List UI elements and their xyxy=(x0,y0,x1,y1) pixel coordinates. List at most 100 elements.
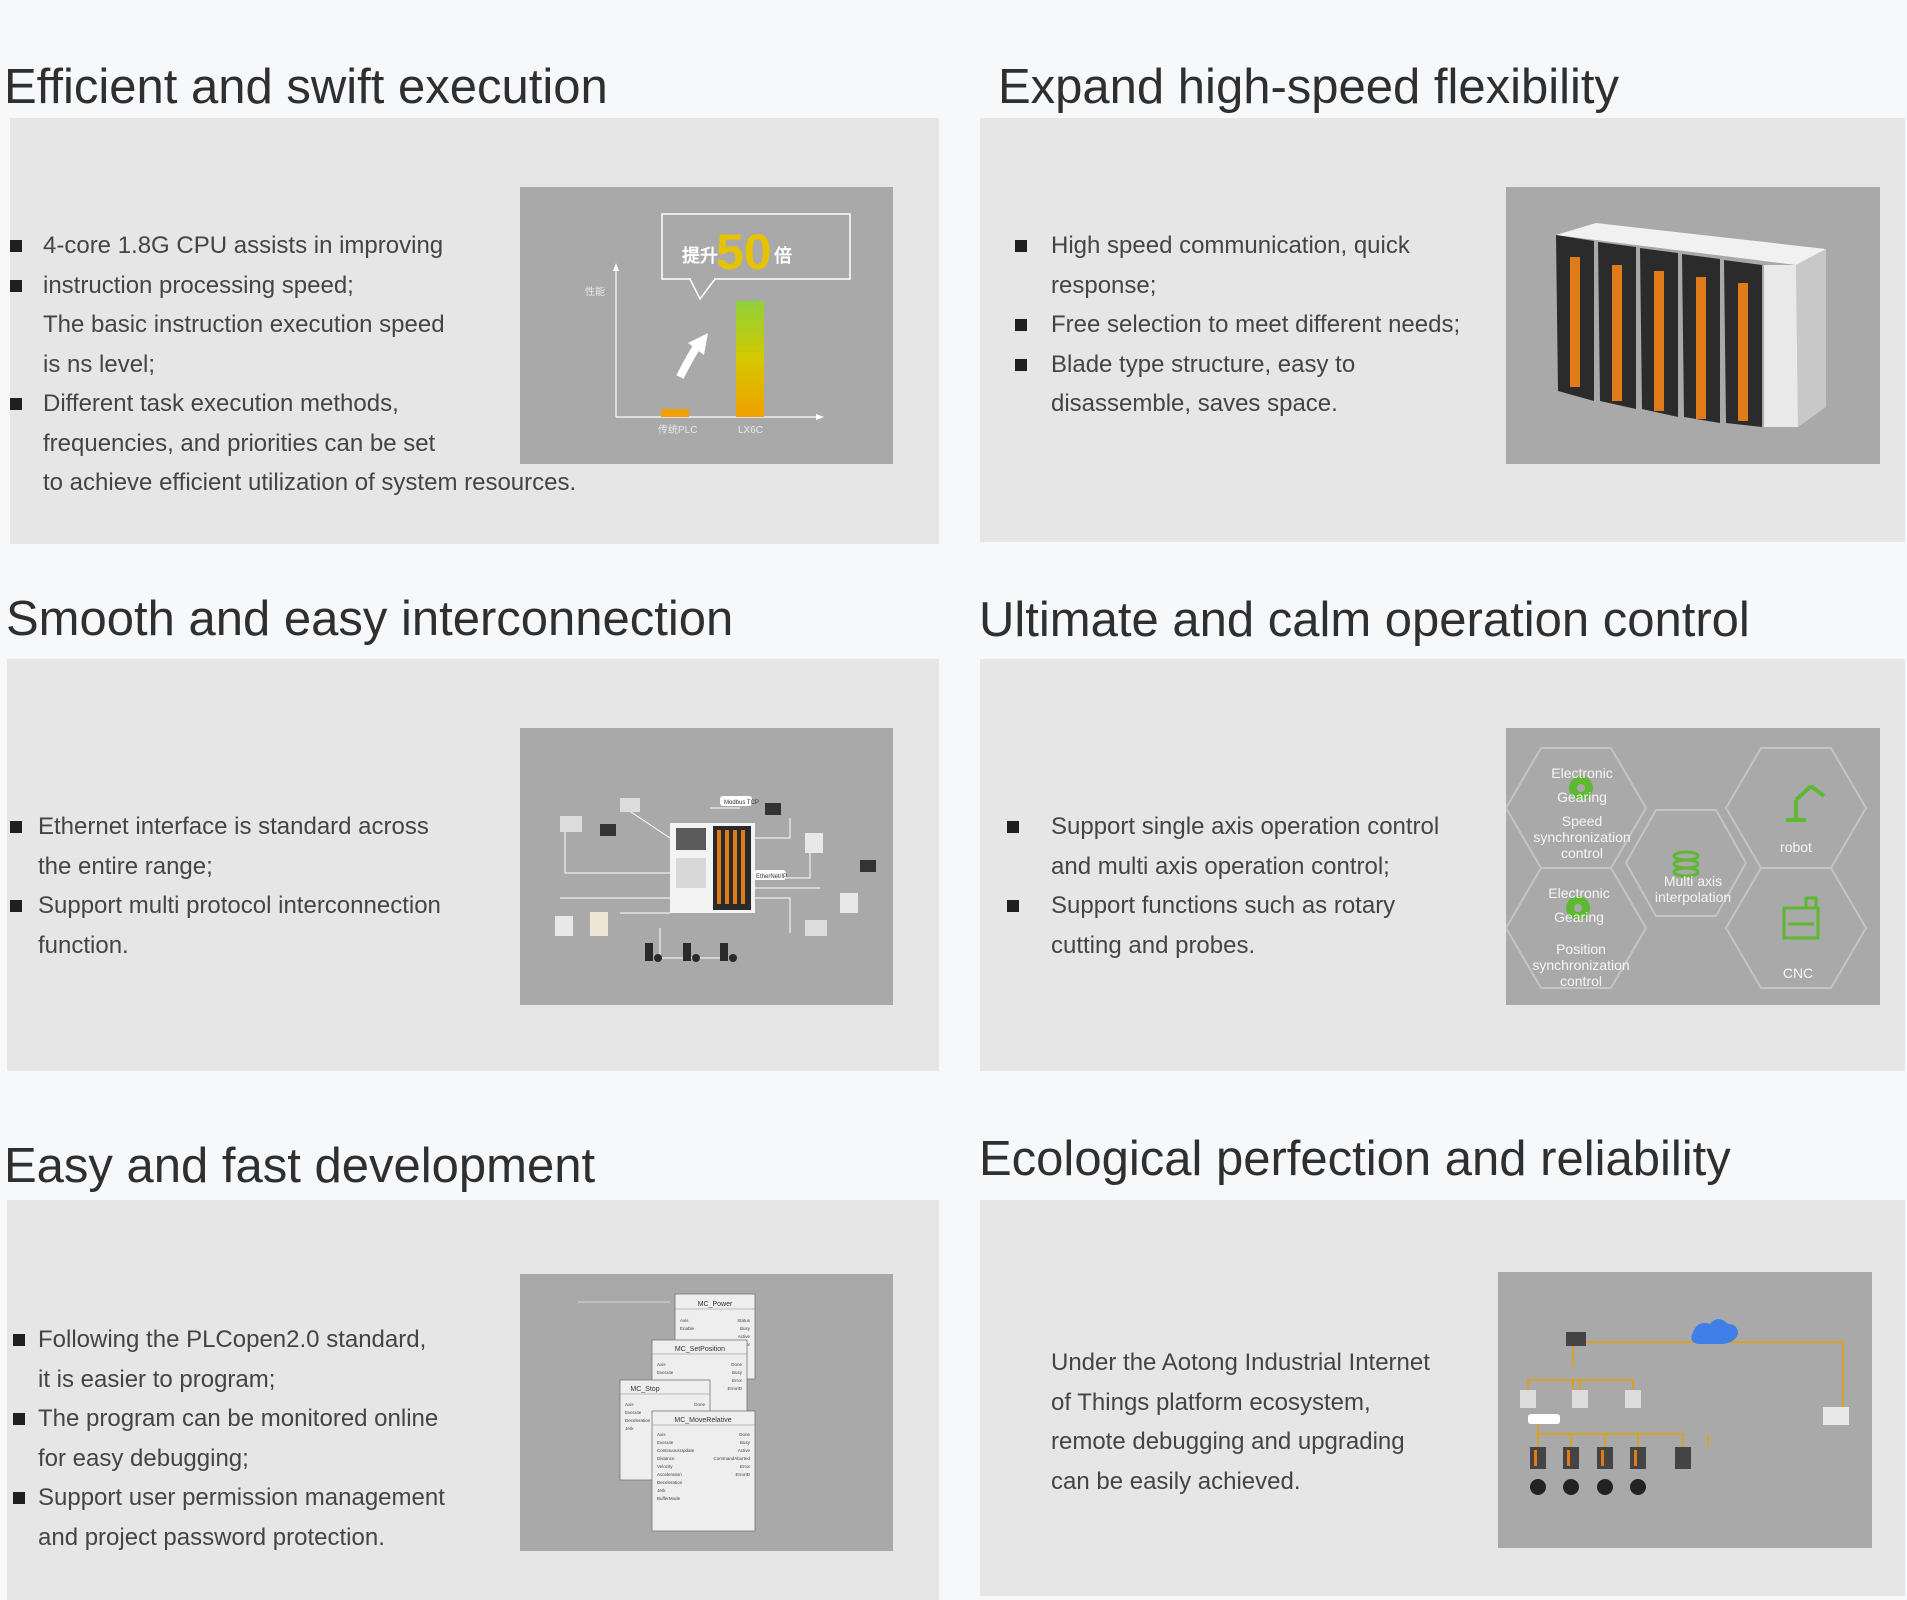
feature-text-easy-interconnection: Ethernet interface is standard across th… xyxy=(10,807,441,965)
bar1-label: 传统PLC xyxy=(658,423,697,436)
blade-modules-image xyxy=(1506,187,1880,464)
feature-line: Different task execution methods, xyxy=(10,384,576,424)
feature-line: High speed communication, quick xyxy=(1015,226,1460,266)
device-icon xyxy=(590,912,608,936)
feature-line: the entire range; xyxy=(38,852,213,880)
block-input: Execute xyxy=(657,1440,674,1445)
controller-badge xyxy=(1528,1414,1560,1424)
plcopen-function-blocks-image: MC_Power Axis Enable Status Busy Active … xyxy=(520,1274,893,1551)
drive-icon xyxy=(805,833,823,853)
monitor-icon xyxy=(765,803,781,815)
network-label: Modbus TCP xyxy=(724,800,759,806)
block-input: Deceleration xyxy=(625,1418,651,1423)
feature-line: 4-core 1.8G CPU assists in improving xyxy=(10,226,576,266)
block-input: Axis xyxy=(625,1402,634,1407)
spring-icon xyxy=(1672,850,1700,878)
cnc-machine-icon xyxy=(1782,896,1820,940)
section-title-fast-development: Easy and fast development xyxy=(4,1139,596,1193)
y-axis-label: 性能 xyxy=(585,285,605,298)
section-title-easy-interconnection: Smooth and easy interconnection xyxy=(6,592,734,646)
servo-motor-icons xyxy=(645,943,737,962)
block-input: Execute xyxy=(657,1370,674,1375)
feature-line: of Things platform ecosystem, xyxy=(1051,1388,1371,1416)
monitor-icon xyxy=(1566,1332,1586,1346)
block-output: Error xyxy=(732,1378,743,1383)
hex-label: interpolation xyxy=(1655,889,1731,905)
iot-platform-topology-image xyxy=(1498,1272,1872,1548)
feature-line: Blade type structure, easy to xyxy=(1015,345,1460,385)
bar-traditional-plc xyxy=(661,409,689,417)
servo-drive-icons xyxy=(1530,1447,1691,1469)
hex-label: Speed xyxy=(1562,813,1602,829)
block-input: Axis xyxy=(680,1318,689,1323)
feature-text-ecological-reliability: Under the Aotong Industrial Internet of … xyxy=(1051,1343,1430,1501)
block-output: Done xyxy=(694,1402,705,1407)
block-input: Velocity xyxy=(657,1464,673,1469)
block-output: Status xyxy=(737,1318,751,1323)
block-output: CommandAborted xyxy=(713,1456,750,1461)
blade-module-icons xyxy=(1556,235,1798,427)
block-output: Error xyxy=(740,1464,751,1469)
block-output: Busy xyxy=(740,1440,751,1445)
monitor-icon xyxy=(860,860,876,872)
block-input: Deceleration xyxy=(657,1480,683,1485)
hex-label: synchronization xyxy=(1532,957,1629,973)
block-name: MC_MoveRelative xyxy=(674,1417,731,1424)
feature-text-high-speed-flexibility: High speed communication, quick response… xyxy=(1015,226,1460,424)
feature-line: Following the PLCopen2.0 standard, xyxy=(13,1320,445,1360)
bar2-label: LX6C xyxy=(738,425,763,436)
servo-motor-icons xyxy=(1530,1479,1646,1495)
block-input: Jerk xyxy=(625,1426,634,1431)
drive-icons xyxy=(1520,1390,1641,1408)
feature-line: Support multi protocol interconnection xyxy=(10,886,441,926)
computer-icon xyxy=(620,798,640,812)
block-name: MC_Stop xyxy=(630,1386,659,1393)
hex-label: Electronic xyxy=(1548,885,1609,901)
bubble-prefix: 提升 xyxy=(682,245,718,266)
feature-line: response; xyxy=(1051,271,1157,299)
feature-line: remote debugging and upgrading xyxy=(1051,1428,1405,1455)
section-title-operation-control: Ultimate and calm operation control xyxy=(979,593,1750,647)
block-input: Distance xyxy=(657,1456,675,1461)
up-arrow-icon xyxy=(676,342,702,379)
feature-line: it is easier to program; xyxy=(38,1365,276,1393)
block-input: BufferMode xyxy=(657,1496,681,1501)
feature-line: instruction processing speed; xyxy=(10,266,576,306)
block-input: Acceleration xyxy=(657,1472,682,1477)
drive-icon xyxy=(555,916,573,936)
block-output: Done xyxy=(731,1362,742,1367)
block-name: MC_SetPosition xyxy=(675,1346,725,1353)
network-label: EtherNet/IP xyxy=(756,874,787,880)
monitor-icon xyxy=(600,824,616,836)
feature-line: is ns level; xyxy=(43,350,156,378)
motion-control-functions-image: Electronic Gearing Speed synchronization… xyxy=(1506,728,1880,1005)
feature-line: and project password protection. xyxy=(38,1523,385,1551)
hex-label: Electronic xyxy=(1551,765,1612,781)
block-input: Enable xyxy=(680,1326,695,1331)
feature-line: for easy debugging; xyxy=(38,1444,249,1472)
hex-label: synchronization xyxy=(1533,829,1630,845)
block-output: Active xyxy=(738,1334,751,1339)
bubble-suffix: 倍 xyxy=(774,245,792,266)
feature-line: disassemble, saves space. xyxy=(1051,390,1338,417)
block-input: Jerk xyxy=(657,1488,666,1493)
section-title-efficient-execution: Efficient and swift execution xyxy=(4,60,608,114)
hex-label: robot xyxy=(1780,839,1812,855)
hex-label: Multi axis xyxy=(1664,873,1722,889)
bubble-number: 50 xyxy=(716,224,772,280)
section-title-ecological-reliability: Ecological perfection and reliability xyxy=(979,1132,1731,1186)
feature-line: Support functions such as rotary xyxy=(1007,886,1439,926)
block-output: Busy xyxy=(740,1326,751,1331)
hex-label: Gearing xyxy=(1554,909,1604,925)
block-input: Axis xyxy=(657,1362,666,1367)
feature-line: function. xyxy=(38,931,129,959)
feature-line: to achieve efficient utilization of syst… xyxy=(43,469,577,496)
block-output: ErrorID xyxy=(736,1472,751,1477)
feature-line: frequencies, and priorities can be set xyxy=(43,429,436,457)
feature-line: Free selection to meet different needs; xyxy=(1015,305,1460,345)
feature-text-fast-development: Following the PLCopen2.0 standard, it is… xyxy=(13,1320,445,1557)
computer-icon xyxy=(805,920,827,936)
computer-icon xyxy=(1823,1407,1849,1425)
performance-comparison-image: 提升 50 倍 性能 传统PLC LX6C xyxy=(520,187,893,464)
robot-arm-icon xyxy=(1786,784,1826,822)
